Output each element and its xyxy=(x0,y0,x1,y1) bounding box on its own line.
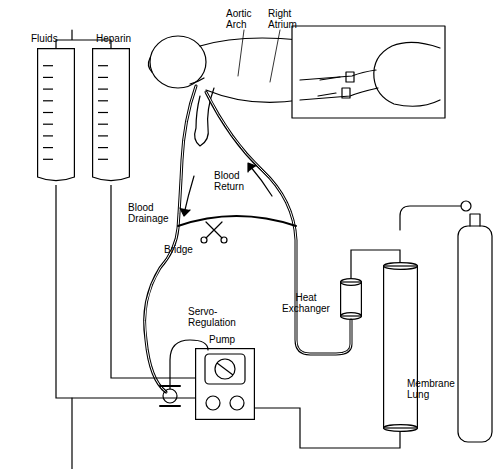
bladder-reservoir xyxy=(163,389,177,403)
gas-tank xyxy=(458,226,492,442)
bag-scale-mark xyxy=(43,88,53,89)
cylinder-body xyxy=(341,282,362,316)
pump-knob xyxy=(230,396,244,410)
inset-box xyxy=(292,26,445,118)
bag-scale-mark xyxy=(43,77,53,78)
cylinder-cap xyxy=(384,425,418,432)
bag-scale-mark xyxy=(43,124,53,125)
pump-knob xyxy=(206,396,220,410)
flow-arrow xyxy=(180,208,190,216)
pump-unit: Pump xyxy=(195,348,255,420)
cylinder-node: Heat Exchanger xyxy=(340,278,362,320)
part-label: Blood Return xyxy=(214,170,254,192)
bag-scale-mark xyxy=(43,112,53,113)
flow-arrow xyxy=(250,166,272,196)
fluid-bag xyxy=(93,49,130,181)
bag-scale-mark xyxy=(98,147,108,148)
node-label: Membrane Lung xyxy=(407,378,459,400)
cylinder-node: Membrane Lung xyxy=(383,262,418,432)
inset-neck xyxy=(300,70,378,100)
cylinder-cap xyxy=(341,279,362,286)
infant-arm xyxy=(195,88,214,146)
node-label: Heat Exchanger xyxy=(276,292,336,314)
return-tube xyxy=(206,92,351,354)
gas-valve xyxy=(470,214,480,226)
bag-scale-mark xyxy=(98,135,108,136)
iv-pole xyxy=(71,398,72,469)
bridge-tube xyxy=(178,216,296,226)
bridge-clamp xyxy=(206,222,222,238)
node-label: Heparin xyxy=(96,33,156,44)
pump-outline xyxy=(195,348,255,420)
servo-line xyxy=(170,340,208,389)
part-label: Servo-Regulation xyxy=(188,306,258,328)
gas-valve xyxy=(461,201,471,211)
part-label: Blood Drainage xyxy=(128,202,174,224)
bag-scale-mark xyxy=(43,135,53,136)
bag-scale-mark xyxy=(43,159,53,160)
bag-scale-mark xyxy=(98,77,108,78)
fluid-bag xyxy=(38,49,75,181)
inset-cannula xyxy=(346,72,354,82)
bridge-clamp xyxy=(221,237,227,243)
bag-scale-mark xyxy=(98,88,108,89)
drainage-tube xyxy=(145,86,196,392)
flow-arrow xyxy=(184,176,194,214)
pump-roller-arm xyxy=(217,363,233,375)
tubing-line xyxy=(111,185,195,378)
cyl-outline xyxy=(383,262,418,432)
bag-scale-mark xyxy=(43,65,53,66)
bag-outline xyxy=(92,48,130,185)
tubing-line xyxy=(255,408,400,448)
bag-scale-mark xyxy=(98,65,108,66)
infant-head xyxy=(150,36,206,88)
part-label: Bridge xyxy=(164,244,204,255)
tubing-line xyxy=(56,185,195,398)
inset-cannula xyxy=(342,88,350,98)
bag-outline xyxy=(37,48,75,185)
bag-scale-mark xyxy=(43,147,53,148)
part-label: Right Atrium xyxy=(268,8,308,30)
cyl-outline xyxy=(340,278,362,320)
drainage-tube xyxy=(145,86,196,392)
bag-scale-mark xyxy=(43,100,53,101)
bag-scale-mark xyxy=(98,112,108,113)
tubing-line xyxy=(351,250,400,278)
leader-line xyxy=(238,30,280,82)
gas-line xyxy=(400,206,461,230)
infant-body xyxy=(200,38,300,102)
pump-housing xyxy=(196,349,255,420)
cylinder-cap xyxy=(341,313,362,320)
flow-arrow xyxy=(248,163,256,172)
cylinder-cap xyxy=(384,263,418,270)
cylinder-body xyxy=(384,266,418,428)
infant-neck xyxy=(190,78,204,84)
bag-scale-mark xyxy=(98,124,108,125)
bridge-clamp xyxy=(201,237,207,243)
return-tube xyxy=(206,92,351,354)
node-label: Fluids xyxy=(31,33,91,44)
fluid-bag-node: Heparin xyxy=(92,48,130,185)
inset-head xyxy=(374,42,440,106)
inset-cannula xyxy=(318,77,340,96)
fluid-bag-node: Fluids xyxy=(37,48,75,185)
node-label: Pump xyxy=(209,334,253,345)
infant-ear xyxy=(148,58,152,72)
bag-scale-mark xyxy=(98,159,108,160)
pump-roller xyxy=(215,359,235,379)
pump-head xyxy=(205,354,245,384)
bag-scale-mark xyxy=(98,100,108,101)
part-label: Aortic Arch xyxy=(226,8,266,30)
